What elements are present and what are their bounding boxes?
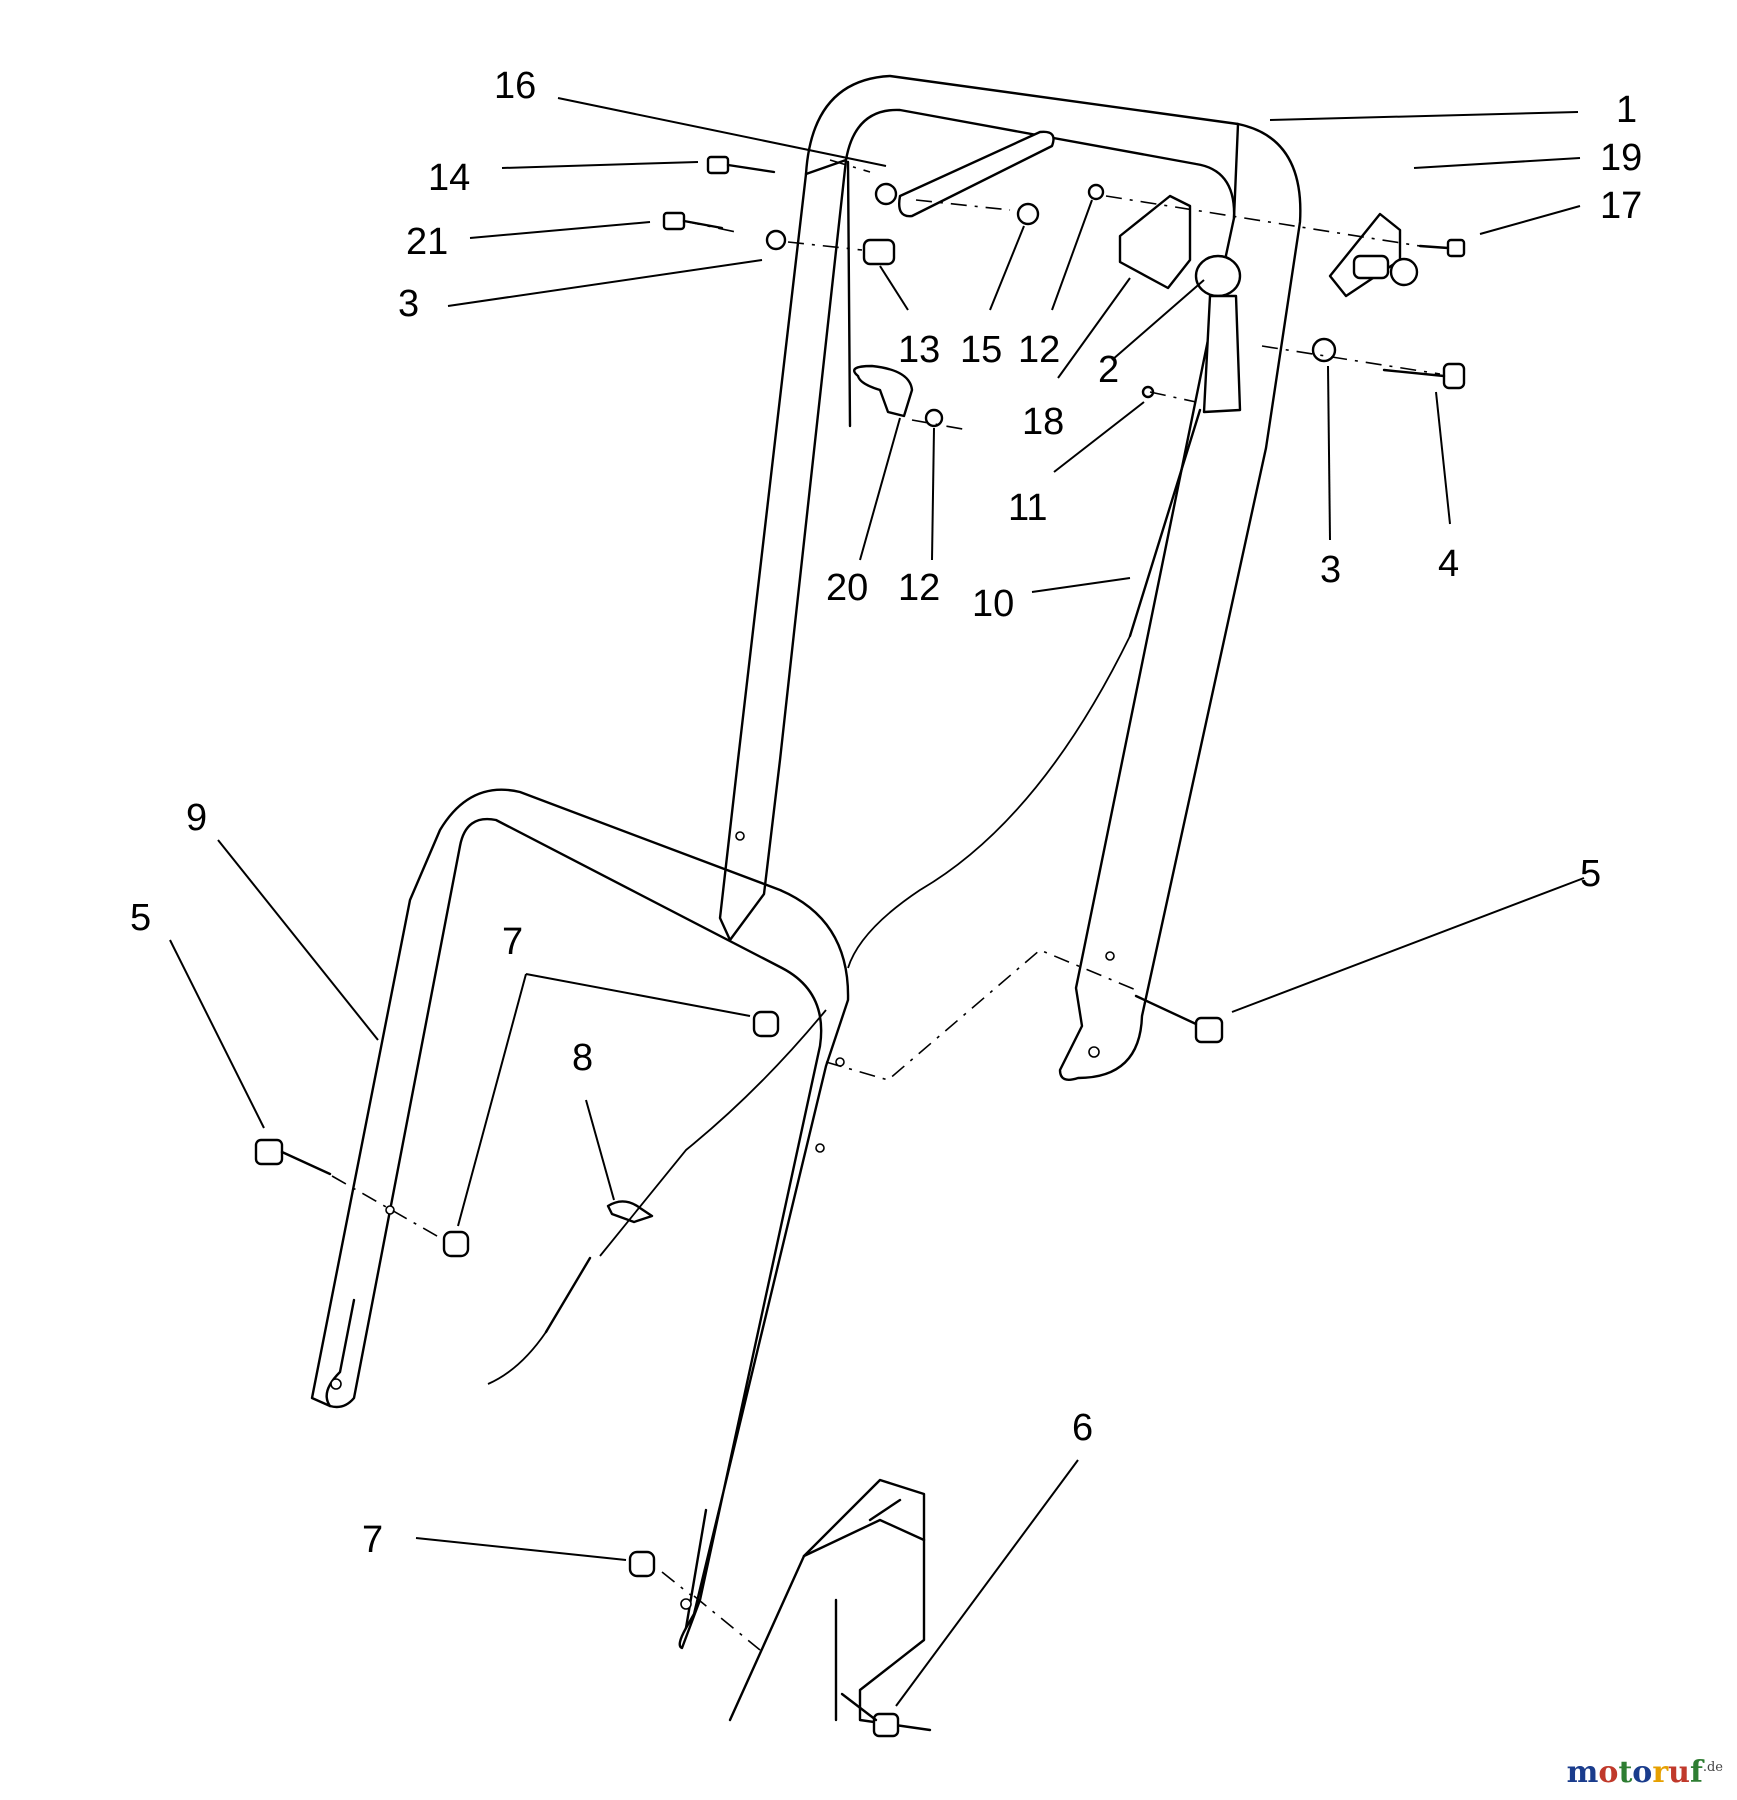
callout-5-left: 5 (130, 897, 151, 939)
callout-12-bottom: 12 (898, 567, 940, 609)
callout-8: 8 (572, 1037, 593, 1079)
assembly-lines (331, 159, 1441, 1651)
callout-12-top: 12 (1018, 329, 1060, 371)
callout-18: 18 (1022, 401, 1064, 443)
motoruf-watermark: motoruf.de (1567, 1755, 1723, 1790)
deck-bracket (728, 1478, 932, 1732)
callout-19: 19 (1600, 137, 1642, 179)
callout-7-top: 7 (502, 921, 523, 963)
lower-handle (310, 788, 850, 1650)
watermark-letter: f (1689, 1755, 1703, 1790)
callout-13: 13 (898, 329, 940, 371)
callout-4: 4 (1438, 543, 1459, 585)
hardware (254, 130, 1466, 1738)
callout-11: 11 (1008, 487, 1047, 529)
watermark-letter: m (1566, 1755, 1599, 1790)
callout-6: 6 (1072, 1407, 1093, 1449)
callout-10: 10 (972, 583, 1014, 625)
callout-3-right: 3 (1320, 549, 1341, 591)
callout-1: 1 (1616, 89, 1637, 131)
callout-16: 16 (494, 65, 536, 107)
callout-15: 15 (960, 329, 1002, 371)
watermark-letter: o (1598, 1755, 1619, 1790)
callout-5-right: 5 (1580, 853, 1601, 895)
upper-handle (718, 74, 1302, 1081)
callout-21: 21 (406, 221, 448, 263)
leader-lines (169, 97, 1585, 1707)
watermark-letter: r (1652, 1755, 1669, 1790)
watermark-letter: o (1632, 1755, 1653, 1790)
callout-2: 2 (1098, 349, 1119, 391)
callout-labels: 1 19 17 16 14 21 3 13 15 12 2 18 11 20 1… (130, 65, 1642, 1561)
callout-14: 14 (428, 157, 470, 199)
callout-20: 20 (826, 567, 868, 609)
callout-9: 9 (186, 797, 207, 839)
callout-7-bottom: 7 (362, 1519, 383, 1561)
callout-3-left: 3 (398, 283, 419, 325)
watermark-letter: t (1618, 1755, 1633, 1790)
watermark-suffix: .de (1702, 1760, 1723, 1775)
callout-17: 17 (1600, 185, 1642, 227)
watermark-letter: u (1668, 1755, 1690, 1790)
